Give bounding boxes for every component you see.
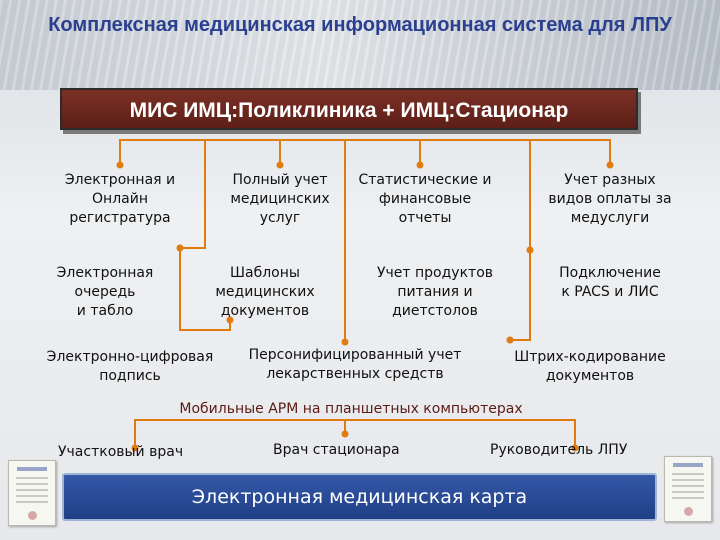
- connector-left-bracket: [179, 140, 231, 331]
- mobile-workstations-label: Мобильные АРМ на планшетных компьютерах: [179, 401, 523, 417]
- connector-dot-12: [571, 444, 579, 452]
- connector-dot-5: [176, 244, 184, 252]
- role-hospital-doctor: Врач стационара: [273, 442, 400, 458]
- connector-dot-2: [276, 161, 284, 169]
- certificate-image-right: [664, 456, 712, 522]
- connector-top-bar: [119, 139, 611, 146]
- role-district-doctor: Участковый врач: [58, 444, 184, 460]
- connector-dot-7: [341, 338, 349, 346]
- connector-bottom-bracket: [134, 419, 576, 448]
- electronic-medical-record-box: Электронная медицинская карта: [62, 473, 657, 521]
- connector-dot-6: [226, 316, 234, 324]
- header-background: [0, 0, 720, 90]
- mis-main-box: МИС ИМЦ:Поликлиника + ИМЦ:Стационар: [60, 88, 638, 130]
- certificate-image-left: [8, 460, 56, 526]
- connector-dot-9: [506, 336, 514, 344]
- connector-dot-1: [116, 161, 124, 169]
- connector-right-down: [510, 250, 531, 341]
- connector-dot-11: [341, 430, 349, 438]
- connector-dot-4: [606, 161, 614, 169]
- connector-dot-3: [416, 161, 424, 169]
- connector-dot-10: [131, 444, 139, 452]
- role-hospital-manager: Руководитель ЛПУ: [490, 442, 628, 458]
- page-title: Комплексная медицинская информационная с…: [48, 14, 672, 36]
- connector-dot-8: [526, 246, 534, 254]
